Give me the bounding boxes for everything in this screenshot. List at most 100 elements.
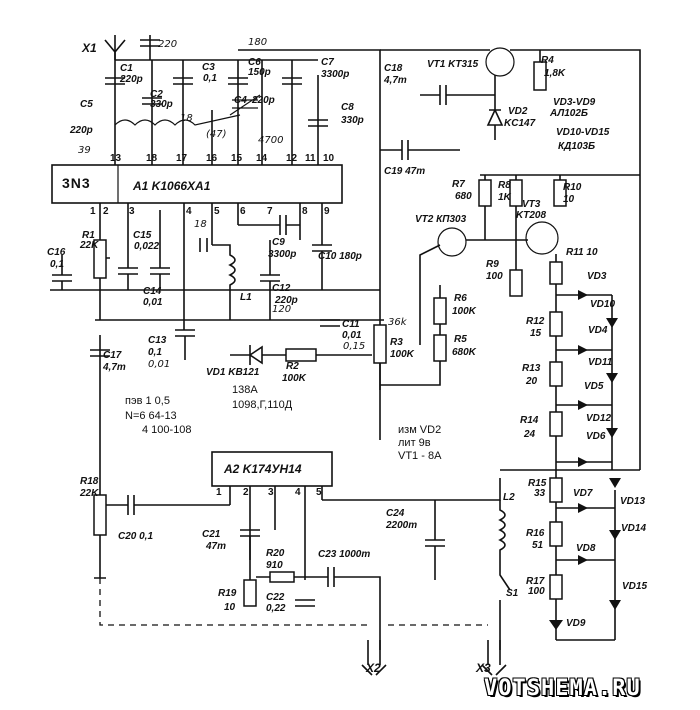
label-l2: L2: [503, 492, 515, 503]
label-vd2-val: KC147: [504, 118, 536, 129]
label-vd5: VD5: [584, 381, 604, 392]
resistor-r19: [243, 579, 257, 607]
note-pev: пэв 1 0,5: [125, 395, 170, 407]
note-nturns: N=6 64-13: [125, 410, 177, 422]
label-vd11: VD11: [588, 357, 613, 368]
resistor-r3: [373, 324, 387, 364]
resistor-r16: [549, 521, 563, 547]
pin-top-9: 10: [323, 153, 335, 164]
resistor-r8: [509, 179, 523, 207]
resistor-r7: [478, 179, 492, 207]
ic-a1-bottom-leads: [99, 203, 323, 330]
label-vd9: VD9: [566, 618, 586, 629]
label-r14-val: 24: [524, 429, 536, 440]
label-c16-val: 0,1: [50, 259, 64, 270]
capacitor-c24: [425, 500, 445, 580]
pin-bot-1: 1: [90, 206, 96, 217]
label-r14: R14: [520, 415, 539, 426]
capacitor-c22: [295, 599, 315, 607]
diode-symbols: [549, 290, 621, 630]
label-c7-val: 3300p: [321, 69, 350, 80]
capacitor-18: [199, 238, 208, 252]
label-r1: R1: [82, 230, 95, 241]
label-c4-val: 220p: [252, 95, 275, 106]
label-r19: R19: [218, 588, 237, 599]
transistor-vt2: [437, 227, 467, 257]
label-r13-val: 20: [526, 376, 538, 387]
resistor-r4: [533, 61, 547, 91]
led-taps: [556, 294, 615, 641]
transistor-vt1: [485, 47, 515, 77]
label-vd15: VD15: [622, 581, 648, 592]
resistor-r6: [433, 297, 447, 325]
note-36k: 36k: [388, 317, 407, 328]
pin-top-1: 13: [110, 153, 122, 164]
label-r10-val: 10: [563, 194, 575, 205]
note-180: 180: [248, 37, 268, 48]
label-c10: C10 180p: [318, 251, 362, 262]
pin-bot-5: 5: [214, 206, 220, 217]
label-c7: C7: [321, 57, 334, 68]
r1-leads: [99, 215, 110, 320]
pin-bot-6: 6: [240, 206, 246, 217]
note-39: 39: [78, 145, 91, 156]
resistor-r10: [553, 179, 567, 207]
label-a2: A2 K174УН14: [224, 462, 302, 476]
note-lit: лит 9в: [398, 437, 431, 449]
label-r4-val: 1,8K: [544, 68, 566, 79]
resistor-r13: [549, 361, 563, 387]
note-4700: 4700: [258, 135, 284, 146]
label-c13-val: 0,1: [148, 347, 162, 358]
label-r17-val: 100: [528, 586, 545, 597]
note-izm: изм VD2: [398, 424, 442, 436]
label-x2: X2: [366, 661, 381, 675]
label-c22: C22: [266, 592, 285, 603]
capacitor-c18: [420, 85, 495, 105]
resistor-r12: [549, 311, 563, 337]
label-r5-val: 680K: [452, 347, 476, 358]
pin-top-7: 12: [286, 153, 298, 164]
label-r6: R6: [454, 293, 467, 304]
resistor-r9: [509, 269, 523, 297]
pin-top-3: 17: [176, 153, 188, 164]
label-vd7: VD7: [573, 488, 593, 499]
label-vt3: VT3: [522, 199, 541, 210]
label-r16: R16: [526, 528, 545, 539]
label-c20: C20 0,1: [118, 531, 154, 542]
capacitor-c23: [305, 567, 381, 650]
label-c16: C16: [47, 247, 66, 258]
label-c8-val: 330p: [341, 115, 364, 126]
label-vd3: VD3: [587, 271, 607, 282]
note-138a: 138A: [232, 384, 258, 396]
note-4100: 4 100-108: [142, 424, 192, 436]
label-c1: C1: [120, 63, 133, 74]
pin-top-4: 16: [206, 153, 218, 164]
pin-bot-4: 4: [186, 206, 192, 217]
pin-a2-1: 1: [216, 487, 222, 498]
ic-a1-top-leads: [114, 35, 319, 165]
label-vd14: VD14: [621, 523, 647, 534]
label-vd3-9-val: АЛ102Б: [550, 108, 588, 119]
pin-top-6: 14: [256, 153, 268, 164]
antenna-x1: [104, 39, 126, 60]
capacitor-c15: [118, 225, 138, 290]
label-c5: C5: [80, 99, 93, 110]
label-c14-val: 0,01: [143, 297, 163, 308]
label-c18: C18: [384, 63, 403, 74]
switch-s1: [498, 500, 511, 650]
capacitor-c19: [380, 140, 460, 160]
transistor-vt3: [525, 221, 559, 255]
label-c2: C2: [150, 89, 163, 100]
label-vd4: VD4: [588, 325, 608, 336]
label-c13: C13: [148, 335, 167, 346]
resistor-r15: [549, 477, 563, 503]
label-vd10-15-val: КД103Б: [558, 141, 596, 152]
bias-rail: [480, 174, 640, 180]
connector-x3: [481, 640, 507, 676]
label-c12: C12: [272, 283, 291, 294]
watermark-logo: VOTSHEMA.RU: [484, 676, 641, 701]
label-r8: R8: [498, 180, 511, 191]
label-c4: C4: [234, 95, 247, 106]
label-r15-val: 33: [534, 488, 546, 499]
